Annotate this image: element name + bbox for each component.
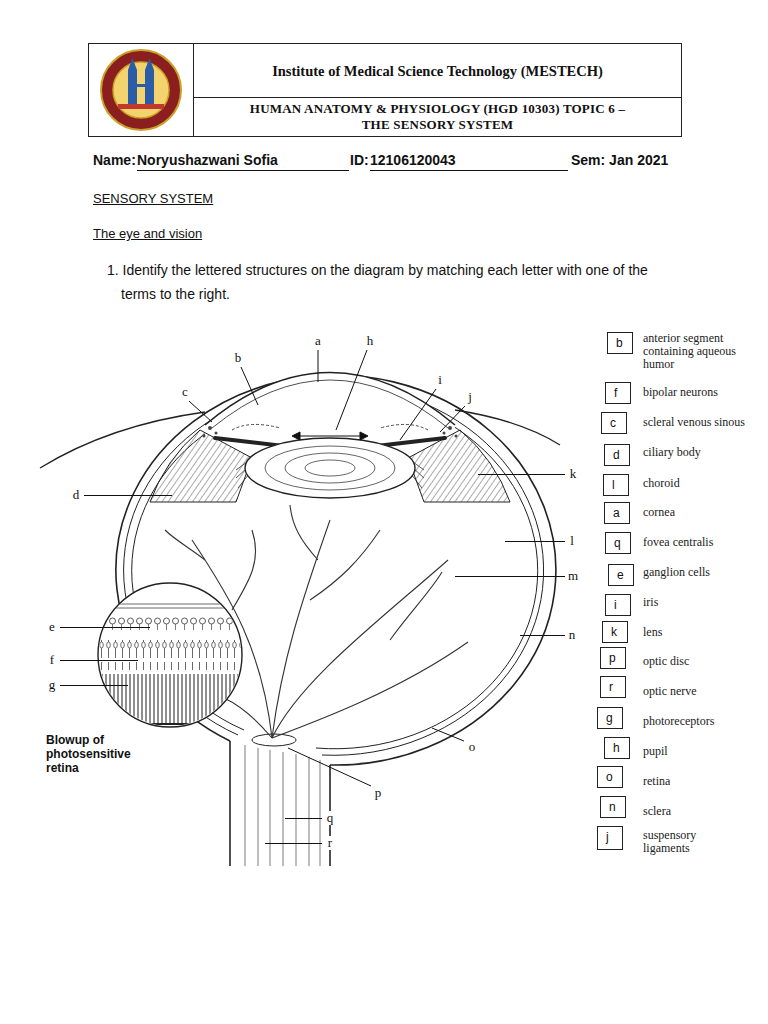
callout-letter: g xyxy=(48,678,57,692)
term: fovea centralis xyxy=(643,536,713,549)
term: ciliary body xyxy=(643,446,701,459)
callout-letter: b xyxy=(234,351,243,365)
answer-letter: d xyxy=(613,448,620,462)
student-id: 12106120043 xyxy=(370,152,456,169)
answer-letter: l xyxy=(612,478,615,492)
answer-box: f xyxy=(605,382,631,404)
header-table xyxy=(89,43,682,137)
term: cornea xyxy=(643,506,675,519)
term: pupil xyxy=(643,745,668,758)
callout-letter: k xyxy=(569,467,578,481)
term: iris xyxy=(643,596,658,609)
answer-box: i xyxy=(605,594,631,616)
answer-box: b xyxy=(607,332,633,354)
leader-lines xyxy=(60,350,565,844)
answer-box: a xyxy=(604,502,630,524)
answer-box: g xyxy=(597,707,623,729)
answer-letter: e xyxy=(617,568,624,582)
term: optic nerve xyxy=(643,685,697,698)
retina-blowup xyxy=(95,583,245,727)
term: retina xyxy=(643,775,670,788)
term: scleral venous sinous xyxy=(643,416,745,429)
answer-letter: i xyxy=(614,598,617,612)
callout-letter: i xyxy=(437,373,443,387)
answer-box: j xyxy=(597,826,623,850)
term: bipolar neurons xyxy=(643,386,718,399)
answer-box: d xyxy=(604,444,630,466)
answer-letter: n xyxy=(609,800,616,814)
answer-letter: h xyxy=(613,741,620,755)
callout-letter: m xyxy=(567,569,579,583)
field-label: Name: xyxy=(93,152,136,169)
semester: Sem: Jan 2021 xyxy=(571,152,668,169)
answer-letter: k xyxy=(611,625,617,639)
callout-letter: e xyxy=(48,620,56,634)
callout-letter: j xyxy=(467,390,473,404)
term: choroid xyxy=(643,477,680,490)
answer-letter: b xyxy=(616,336,623,350)
callout-letter: l xyxy=(569,534,575,548)
term: optic disc xyxy=(643,655,689,668)
lens xyxy=(245,438,415,498)
answer-box: q xyxy=(605,532,631,554)
instruction: 1. Identify the lettered structures on t… xyxy=(107,258,681,306)
term: ganglion cells xyxy=(643,566,710,579)
callout-letter: q xyxy=(326,811,335,825)
answer-box: c xyxy=(601,412,627,434)
header-cell: HUMAN ANATOMY & PHYSIOLOGY (HGD 10303) T… xyxy=(194,98,681,136)
cornea-inner xyxy=(212,380,448,428)
callout-letter: n xyxy=(568,628,577,642)
answer-box: r xyxy=(600,676,626,698)
answer-box: o xyxy=(597,766,623,788)
callout-letter: p xyxy=(374,786,383,800)
callout-letter: h xyxy=(366,334,375,348)
section-heading: SENSORY SYSTEM xyxy=(93,191,213,207)
term: photoreceptors xyxy=(643,715,714,728)
pupil-arrow xyxy=(292,432,368,440)
answer-letter: r xyxy=(609,680,613,694)
callout-letter: f xyxy=(49,653,55,667)
answer-letter: c xyxy=(610,416,616,430)
answer-letter: a xyxy=(613,506,620,520)
term: lens xyxy=(643,626,662,639)
header-text: HUMAN ANATOMY & PHYSIOLOGY (HGD 10303) T… xyxy=(245,101,630,133)
term: suspensory ligaments xyxy=(643,829,715,855)
ciliary-body xyxy=(150,430,510,502)
aqueous-flow xyxy=(232,424,428,430)
field-label: ID: xyxy=(350,152,369,169)
optic-nerve xyxy=(230,734,330,866)
term: sclera xyxy=(643,805,671,818)
callout-letter: a xyxy=(314,334,322,348)
anterior-chamber xyxy=(205,373,455,447)
header-cell: Institute of Medical Science Technology … xyxy=(194,44,681,97)
answer-box: p xyxy=(600,647,626,669)
answer-box: e xyxy=(608,564,634,586)
callout-letter: c xyxy=(181,385,189,399)
callout-letter: d xyxy=(72,488,81,502)
answer-letter: o xyxy=(606,770,613,784)
answer-box: l xyxy=(603,474,629,496)
student-name: Noryushazwani Sofia xyxy=(137,152,278,169)
answer-box: k xyxy=(602,621,628,643)
answer-letter: j xyxy=(606,830,609,844)
answer-letter: g xyxy=(606,711,613,725)
answer-letter: q xyxy=(614,536,621,550)
answer-box: n xyxy=(600,796,626,818)
answer-box: h xyxy=(604,737,630,759)
header-text: Institute of Medical Science Technology … xyxy=(272,62,603,80)
subsection-heading: The eye and vision xyxy=(93,226,202,242)
callout-letter: o xyxy=(468,740,477,754)
fill-in-lines xyxy=(137,170,568,171)
term: anterior segment containing aqueous humo… xyxy=(643,332,739,371)
blowup-caption: Blowup of photosensitive retina xyxy=(46,733,141,775)
answer-letter: p xyxy=(609,651,616,665)
university-logo xyxy=(101,50,181,130)
callout-letter: r xyxy=(327,836,333,850)
scleral-sinus xyxy=(203,426,458,438)
answer-letter: f xyxy=(614,386,617,400)
